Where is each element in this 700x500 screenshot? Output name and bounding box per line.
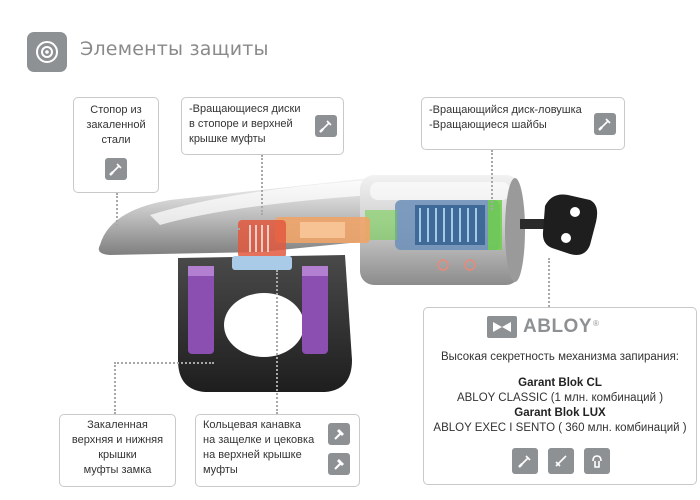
- abloy-model-1-desc: ABLOY CLASSIC (1 млн. комбинаций ): [456, 392, 664, 404]
- lock-icon: [584, 448, 610, 474]
- callout-hardened-covers: Закаленная верхняя и нижняя крышки муфты…: [59, 414, 176, 487]
- callout-abloy: Высокая секретность механизма запирания:…: [423, 307, 697, 485]
- drill-icon: [105, 158, 127, 180]
- abloy-model-2: Garant Blok LUX: [514, 407, 606, 419]
- callout-stopper-text: Стопор из закаленной стали: [86, 104, 146, 146]
- screw-right: [302, 266, 328, 354]
- abloy-model-1: Garant Blok CL: [518, 377, 602, 389]
- abloy-brand: ABLOY: [523, 316, 592, 337]
- callout-trap-disc-line1: -Вращающийся диск-ловушка: [429, 104, 582, 116]
- leader-stopper-h: [116, 228, 240, 230]
- callout-trap-disc: -Вращающийся диск-ловушка -Вращающиеся ш…: [421, 97, 625, 150]
- callout-ring-groove-text: Кольцевая канавка на защелке и цековка н…: [203, 419, 315, 476]
- callout-stopper: Стопор из закаленной стали: [73, 97, 159, 193]
- latch-groove: [232, 256, 292, 270]
- drill-icon: [512, 448, 538, 474]
- page-title: Элементы защиты: [80, 38, 269, 60]
- callout-rotating-discs: -Вращающиеся диски в стопоре и верхней к…: [181, 97, 344, 155]
- callout-ring-groove: Кольцевая канавка на защелке и цековка н…: [195, 414, 360, 487]
- key-pick-icon: [548, 448, 574, 474]
- leader-stopper: [116, 193, 118, 229]
- green-disc: [488, 200, 502, 250]
- drill-icon: [315, 115, 337, 137]
- callout-rotating-discs-text: -Вращающиеся диски в стопоре и верхней к…: [189, 103, 301, 145]
- callout-hardened-covers-text: Закаленная верхняя и нижняя крышки муфты…: [71, 419, 164, 476]
- abloy-mark-icon: [487, 316, 517, 338]
- header-shield-icon: [27, 32, 67, 72]
- leader-key: [548, 258, 550, 307]
- hammer-icon: [328, 453, 350, 475]
- key-head: [542, 194, 598, 255]
- abloy-reg: ®: [593, 318, 599, 328]
- key-blade: [520, 219, 548, 229]
- mount-hole: [224, 293, 304, 357]
- abloy-model-2-desc: ABLOY EXEC I SENTO ( 360 млн. комбинаций…: [433, 422, 687, 434]
- hammer-icon: [328, 423, 350, 445]
- drill-icon: [594, 113, 616, 135]
- leader-groove: [276, 270, 278, 414]
- abloy-logo: ABLOY ®: [487, 316, 599, 338]
- callout-trap-disc-line2: -Вращающиеся шайбы: [429, 119, 547, 131]
- abloy-description: Высокая секретность механизма запирания:: [440, 351, 680, 363]
- leader-covers: [114, 362, 116, 414]
- leader-trap: [491, 150, 493, 210]
- screw-left: [188, 266, 214, 354]
- leader-covers-h: [114, 362, 214, 364]
- leader-discs: [261, 155, 263, 215]
